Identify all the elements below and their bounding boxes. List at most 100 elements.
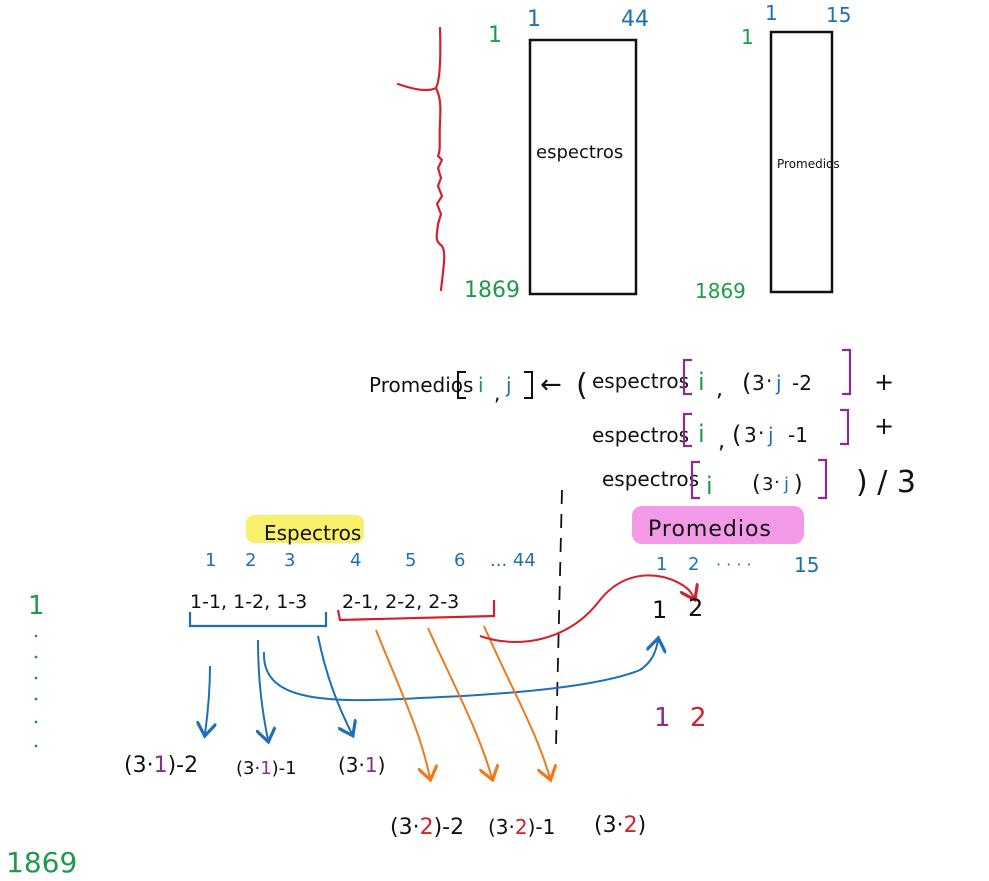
espectros-col-start: 1	[527, 7, 541, 32]
term1-open-paren: (	[742, 369, 751, 397]
esp-col-3: 3	[284, 550, 295, 571]
term3-i: i	[706, 472, 713, 500]
formula-lhs-j: j	[505, 373, 512, 397]
espectros-title: Espectros	[264, 521, 361, 545]
orange-arrow-to-expr3	[483, 625, 550, 778]
formula-lhs-comma: ,	[494, 381, 500, 405]
term2-comma: ,	[718, 429, 725, 454]
esp-col-5: 5	[405, 550, 416, 571]
formula-lhs-close-bracket	[524, 371, 533, 399]
promedios-title-highlight	[632, 506, 804, 544]
blue-arrow-to-expr1	[205, 665, 210, 734]
expressions-j1: (3·1)-2 (3·1)-1 (3·1)	[124, 753, 385, 779]
term3-dot: ·	[774, 472, 780, 493]
espectros-row-end: 1869	[464, 278, 520, 303]
esp-col-4: 4	[350, 550, 361, 571]
espectros-column-labels: 1 2 3 4 5 6 ... 44	[205, 550, 536, 571]
formula-plus-2: +	[874, 412, 894, 440]
term2-dot: ·	[758, 421, 764, 445]
group1-brace	[188, 612, 328, 628]
term3-three: 3	[762, 474, 773, 495]
promedios-column-labels: 1 2 · · · · 15	[656, 553, 819, 577]
term3-close-bracket	[818, 458, 828, 500]
term2-three: 3	[744, 423, 757, 447]
legend-j2: 2	[690, 703, 707, 733]
formula-lhs-i: i	[478, 373, 484, 397]
promedios-row-start: 1	[741, 25, 754, 49]
formula-lhs: Promedios	[369, 373, 473, 397]
result-value-2: 2	[688, 594, 703, 622]
result-value-1: 1	[652, 596, 667, 624]
dashed-separator	[555, 489, 563, 746]
term3-open-paren: (	[752, 472, 761, 497]
formula-lhs-open-bracket	[457, 371, 466, 399]
expr-j1-b: (3·1)-1	[236, 758, 297, 779]
term2-offset: -1	[788, 423, 808, 447]
expr-j1-a: (3·1)-2	[124, 753, 198, 778]
formula-term2-name: espectros	[592, 423, 689, 447]
formula-close-div: ) / 3	[856, 465, 916, 500]
esp-col-44: ... 44	[490, 550, 536, 571]
term1-dot: ·	[766, 369, 772, 393]
term2-open-bracket	[682, 412, 692, 448]
promedios-matrix-label: Promedios	[777, 157, 840, 171]
term1-close-bracket	[842, 348, 852, 396]
term1-j: j	[775, 371, 782, 395]
promedios-matrix	[769, 30, 834, 294]
promedios-col-end: 15	[826, 3, 851, 27]
prom-col-15: 15	[794, 553, 819, 577]
blue-arrow-to-expr3	[317, 635, 352, 734]
row-ellipsis-dots	[34, 634, 38, 748]
term1-three: 3	[752, 371, 765, 395]
spectrum-curve	[396, 26, 446, 292]
formula-plus-1: +	[874, 368, 894, 396]
expr-j2-c: (3·2)	[594, 813, 646, 838]
row-first-label: 1	[28, 591, 45, 621]
blue-arrow-to-expr2	[258, 639, 268, 740]
term1-open-bracket	[682, 358, 692, 396]
promedios-title: Promedios	[648, 517, 772, 542]
blue-arrow-to-result1	[262, 640, 658, 702]
expr-j2-b: (3·2)-1	[488, 815, 555, 839]
formula-term1-name: espectros	[592, 369, 689, 393]
expr-j2-a: (3·2)-2	[390, 815, 464, 840]
espectros-matrix-label: espectros	[536, 142, 623, 163]
promedios-row-end: 1869	[695, 279, 746, 303]
term3-open-bracket	[690, 460, 700, 500]
prom-col-1: 1	[656, 554, 667, 575]
prom-col-dots: · · · ·	[716, 555, 752, 574]
group1-entries: 1-1, 1-2, 1-3	[190, 591, 307, 613]
expr-j1-c: (3·1)	[338, 753, 385, 777]
esp-col-1: 1	[205, 550, 216, 571]
espectros-title-highlight	[246, 515, 364, 543]
term1-offset: -2	[792, 371, 812, 395]
term2-j: j	[767, 423, 774, 447]
esp-col-2: 2	[245, 550, 256, 571]
formula-assign-arrow: ←	[540, 370, 562, 400]
formula-term3-name: espectros	[602, 467, 699, 491]
red-arrow-to-result2	[479, 574, 694, 643]
formula: Promedios i , j ← ( espectros i , ( 3 · …	[369, 348, 916, 500]
espectros-row-start: 1	[488, 23, 502, 48]
espectros-col-end: 44	[621, 7, 649, 32]
term2-i: i	[698, 420, 705, 448]
term2-open-paren: (	[732, 421, 741, 449]
term2-close-bracket	[840, 408, 850, 446]
expressions-j2: (3·2)-2 (3·2)-1 (3·2)	[390, 813, 646, 840]
term3-j: j	[783, 474, 789, 495]
formula-open-paren: (	[576, 368, 588, 403]
esp-col-6: 6	[454, 550, 465, 571]
promedios-col-start: 1	[765, 1, 778, 25]
prom-col-2: 2	[688, 554, 699, 575]
row-last-label: 1869	[6, 846, 77, 879]
legend-j1: 1	[654, 703, 671, 733]
espectros-matrix	[528, 38, 638, 296]
term3-close-paren: )	[794, 472, 803, 497]
orange-arrow-to-expr2	[427, 627, 492, 778]
group2-brace	[336, 600, 496, 622]
term1-i: i	[698, 368, 705, 396]
term1-comma: ,	[716, 377, 723, 402]
group2-entries: 2-1, 2-2, 2-3	[342, 591, 459, 613]
orange-arrow-to-expr1	[375, 629, 430, 778]
